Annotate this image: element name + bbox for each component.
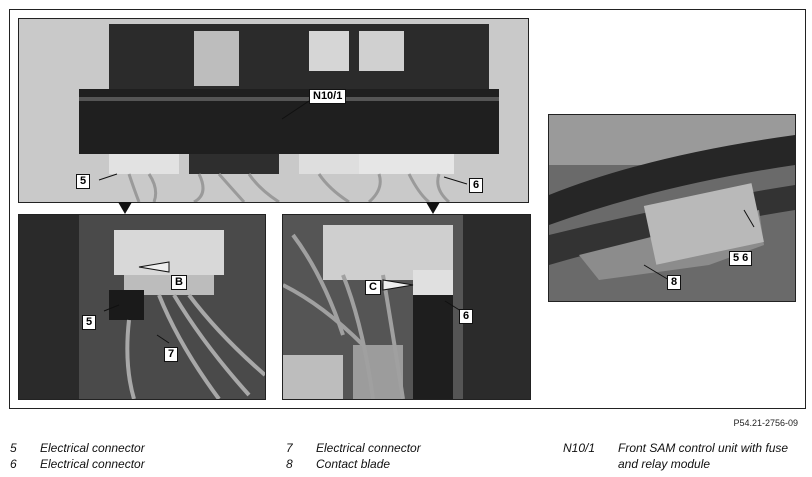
callout-7: 7	[164, 347, 179, 362]
legend-number: N10/1	[563, 441, 596, 455]
legend-item: 6 Electrical connector	[10, 456, 145, 472]
legend-column-3: N10/1 Front SAM control unit with fuse a…	[563, 440, 803, 472]
callout-n10-1: N10/1	[309, 89, 347, 104]
legend-column-1: 5 Electrical connector 6 Electrical conn…	[10, 440, 145, 472]
callout-6-top: 6	[469, 178, 484, 193]
legend-number: 8	[286, 457, 293, 471]
legend-item: N10/1 Front SAM control unit with fuse a…	[563, 440, 803, 472]
callout-5-6: 5 6	[729, 251, 753, 266]
legend-item: 8 Contact blade	[286, 456, 421, 472]
legend-column-2: 7 Electrical connector 8 Contact blade	[286, 440, 421, 472]
photo-detail-connector-6: C 6	[282, 214, 531, 400]
callout-6-mid: 6	[459, 309, 474, 324]
legend-number: 7	[286, 441, 293, 455]
legend-item: 7 Electrical connector	[286, 440, 421, 456]
photo-detail-contact-blade: 5 6 8	[548, 114, 796, 302]
legend-item: 5 Electrical connector	[10, 440, 145, 456]
callout-b: B	[171, 275, 187, 290]
legend-text: Contact blade	[316, 457, 391, 471]
legend-number: 5	[10, 441, 17, 455]
callout-5-top: 5	[76, 174, 91, 189]
legend-text: Electrical connector	[40, 457, 145, 471]
callout-5-left: 5	[82, 315, 97, 330]
legend-number: 6	[10, 457, 17, 471]
figure-reference: P54.21-2756-09	[733, 418, 798, 428]
figure-frame: N10/1 5 6 B 5 7	[9, 9, 806, 409]
legend-text: Electrical connector	[316, 441, 421, 455]
legend-text: Front SAM control unit with fuse and rel…	[618, 441, 789, 471]
legend-text: Electrical connector	[40, 441, 145, 455]
callout-c: C	[365, 280, 381, 295]
callout-8: 8	[667, 275, 682, 290]
photo-sam-unit: N10/1 5 6	[18, 18, 529, 203]
photo-detail-connector-5: B 5 7	[18, 214, 266, 400]
